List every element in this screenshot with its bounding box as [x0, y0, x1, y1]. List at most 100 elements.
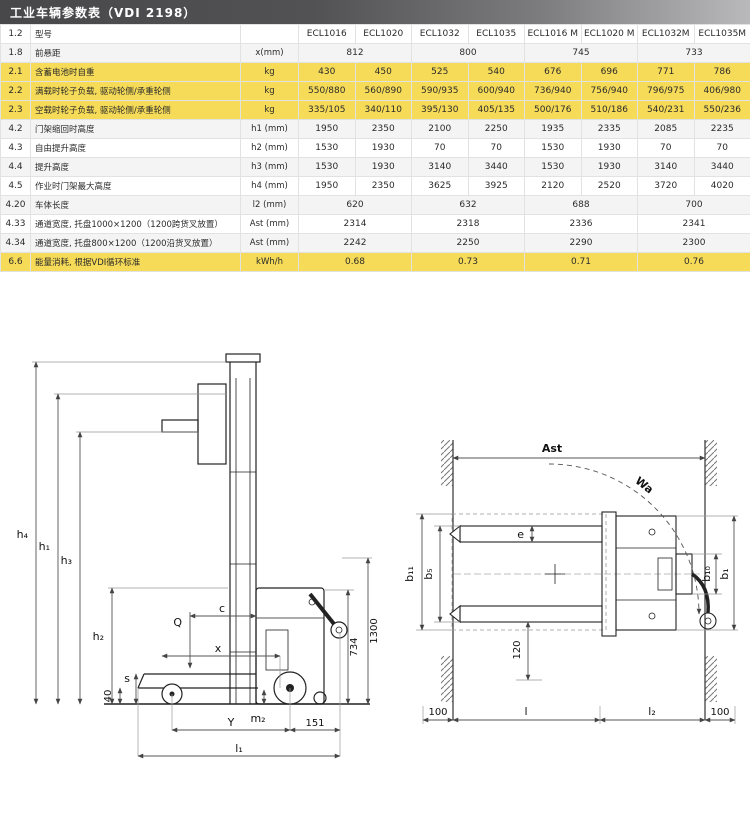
row-no: 2.1 [0, 62, 31, 82]
row-value: 620 [298, 195, 412, 215]
side-dimension-lines [33, 361, 371, 759]
row-value: ECL1020 [354, 24, 412, 44]
top-dimension-lines [419, 455, 737, 723]
row-value: 3925 [467, 176, 525, 196]
row-value: 550/880 [298, 81, 356, 101]
row-label: 空载时轮子负载, 驱动轮侧/承重轮侧 [30, 100, 241, 120]
row-label: 通道宽度, 托盘1000×1200（1200跨货叉放置） [30, 214, 241, 234]
row-label: 车体长度 [30, 195, 241, 215]
row-value: 796/975 [637, 81, 695, 101]
row-value: 2520 [580, 176, 638, 196]
fork-right [449, 604, 603, 624]
row-value: 1530 [524, 157, 582, 177]
dim-label-151: 151 [305, 718, 324, 729]
row-unit: x(mm) [240, 43, 299, 63]
row-value: 688 [524, 195, 638, 215]
pallet-outline [451, 513, 607, 631]
row-value: 786 [693, 62, 750, 82]
row-no: 4.5 [0, 176, 31, 196]
row-value: ECL1032M [637, 24, 695, 44]
row-label: 前悬距 [30, 43, 241, 63]
dim-label-h4: h₄ [17, 528, 29, 541]
row-value: 771 [637, 62, 695, 82]
tiller-top [690, 572, 717, 630]
row-value: 800 [411, 43, 525, 63]
dim-label-h2: h₂ [93, 630, 104, 643]
dim-label-x: x [215, 642, 222, 655]
row-value: 2350 [354, 119, 412, 139]
row-value: ECL1032 [411, 24, 469, 44]
technical-drawings: h₄ h₁ h₃ h₂ s 40 Q c x m₂ Y 151 l₁ 734 1… [0, 272, 750, 802]
dim-label-b5: b₅ [422, 568, 435, 579]
row-value: ECL1016 [298, 24, 356, 44]
dim-label-l: l [524, 705, 527, 718]
row-label: 满载时轮子负载, 驱动轮侧/承重轮侧 [30, 81, 241, 101]
row-value: 3140 [411, 157, 469, 177]
row-no: 4.20 [0, 195, 31, 215]
row-value: 2242 [298, 233, 412, 253]
fork [137, 673, 258, 689]
row-value: 406/980 [693, 81, 750, 101]
row-value: 550/236 [693, 100, 750, 120]
title-bar: 工业车辆参数表（VDI 2198） [0, 0, 750, 24]
row-value: 2250 [467, 119, 525, 139]
dim-label-40: 40 [103, 690, 114, 703]
row-value: 70 [467, 138, 525, 158]
row-value: 2235 [693, 119, 750, 139]
dim-label-h1: h₁ [39, 540, 50, 553]
dim-label-ast: Ast [542, 442, 562, 455]
row-unit: Ast (mm) [240, 214, 299, 234]
row-value: 1950 [298, 119, 356, 139]
dim-label-1300: 1300 [369, 618, 380, 643]
row-value: 395/130 [411, 100, 469, 120]
row-value: 1930 [354, 138, 412, 158]
row-value: ECL1016 M [524, 24, 582, 44]
wall-hatch [705, 656, 717, 702]
top-extension-lines [416, 513, 738, 724]
page-title: 工业车辆参数表（VDI 2198） [10, 5, 197, 20]
row-value: 733 [637, 43, 750, 63]
wall-hatch [441, 656, 453, 702]
row-value: 335/105 [298, 100, 356, 120]
fork-left [449, 524, 603, 544]
row-value: 2085 [637, 119, 695, 139]
row-value: 2335 [580, 119, 638, 139]
row-unit: h3 (mm) [240, 157, 299, 177]
dim-label-b11: b₁₁ [403, 566, 416, 582]
row-value: 525 [411, 62, 469, 82]
row-value: 3440 [467, 157, 525, 177]
row-value: 430 [298, 62, 356, 82]
row-value: ECL1020 M [580, 24, 638, 44]
row-value: 510/186 [580, 100, 638, 120]
caster-wheel [313, 691, 327, 705]
row-value: 3440 [693, 157, 750, 177]
row-value: 1930 [580, 138, 638, 158]
dim-label-b10: b₁₀ [700, 566, 713, 582]
dim-label-h3: h₃ [61, 554, 72, 567]
row-value: 812 [298, 43, 412, 63]
row-value: 2250 [411, 233, 525, 253]
row-label: 提升高度 [30, 157, 241, 177]
row-value: 676 [524, 62, 582, 82]
dim-label-120: 120 [512, 640, 523, 659]
row-label: 门架缩回时高度 [30, 119, 241, 139]
dim-label-e: e [517, 528, 524, 541]
row-no: 4.2 [0, 119, 31, 139]
row-unit: h1 (mm) [240, 119, 299, 139]
row-value: ECL1035M [693, 24, 750, 44]
row-value: 590/935 [411, 81, 469, 101]
stacker-side-view [104, 353, 370, 705]
side-extension-lines [32, 361, 372, 756]
row-value: 560/890 [354, 81, 412, 101]
row-unit: kg [240, 81, 299, 101]
row-unit: l2 (mm) [240, 195, 299, 215]
row-value: 2300 [637, 233, 750, 253]
